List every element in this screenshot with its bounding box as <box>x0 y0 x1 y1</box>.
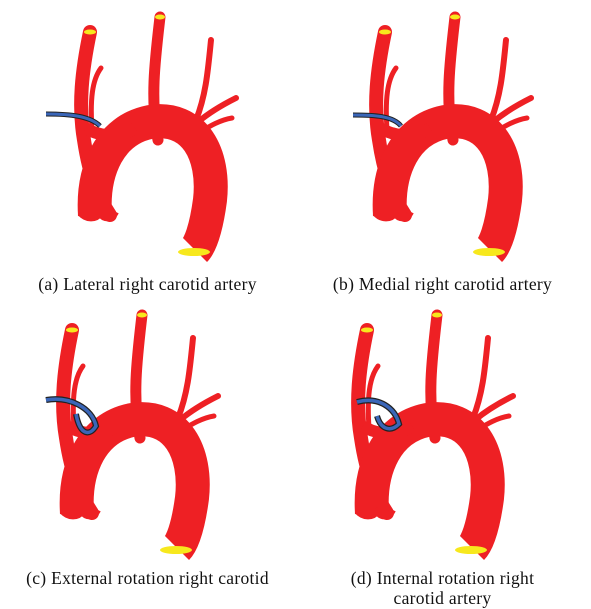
artery-diagram-medial <box>295 0 590 304</box>
caption-b: (b) Medial right carotid artery <box>295 274 590 294</box>
panel-medial: (b) Medial right carotid artery <box>295 0 590 304</box>
caption-d-line1: (d) Internal rotation right <box>295 568 590 588</box>
artery-diagram-external <box>0 304 295 608</box>
caption-a: (a) Lateral right carotid artery <box>0 274 295 294</box>
artery-diagram-internal <box>295 304 590 608</box>
panel-external-rotation: (c) External rotation right carotid <box>0 304 295 608</box>
caption-d: (d) Internal rotation right carotid arte… <box>295 568 590 608</box>
artery-diagram-lateral <box>0 0 295 304</box>
panel-internal-rotation: (d) Internal rotation right carotid arte… <box>295 304 590 608</box>
panel-lateral: (a) Lateral right carotid artery <box>0 0 295 304</box>
caption-d-line2: carotid artery <box>295 588 590 608</box>
caption-c: (c) External rotation right carotid <box>0 568 295 588</box>
